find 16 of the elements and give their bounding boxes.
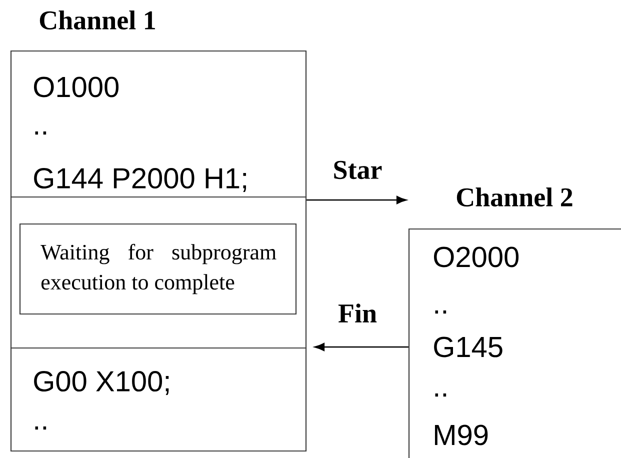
arrow	[314, 342, 408, 352]
node-label: ..	[435, 393, 446, 397]
code-box: G00 X100; ..	[10, 347, 307, 452]
node-label: O2000	[434, 246, 519, 268]
edge-label: Star	[332, 160, 384, 180]
channel-heading: Channel 2	[456, 188, 572, 206]
node-label: ..	[435, 310, 446, 314]
code-box: O1000 .. G144 P2000 H1;	[10, 50, 307, 198]
code-box: O2000 .. G145 .. M99	[408, 228, 621, 458]
edge-label: Fin	[337, 302, 378, 324]
arrow	[306, 196, 407, 204]
channel-heading: Channel 1	[40, 10, 155, 30]
node-label: M99	[434, 424, 488, 446]
program-section-box	[10, 196, 307, 349]
node-label: G145	[434, 336, 502, 358]
status-box: Waiting for subprogram execution to complete	[19, 223, 297, 315]
